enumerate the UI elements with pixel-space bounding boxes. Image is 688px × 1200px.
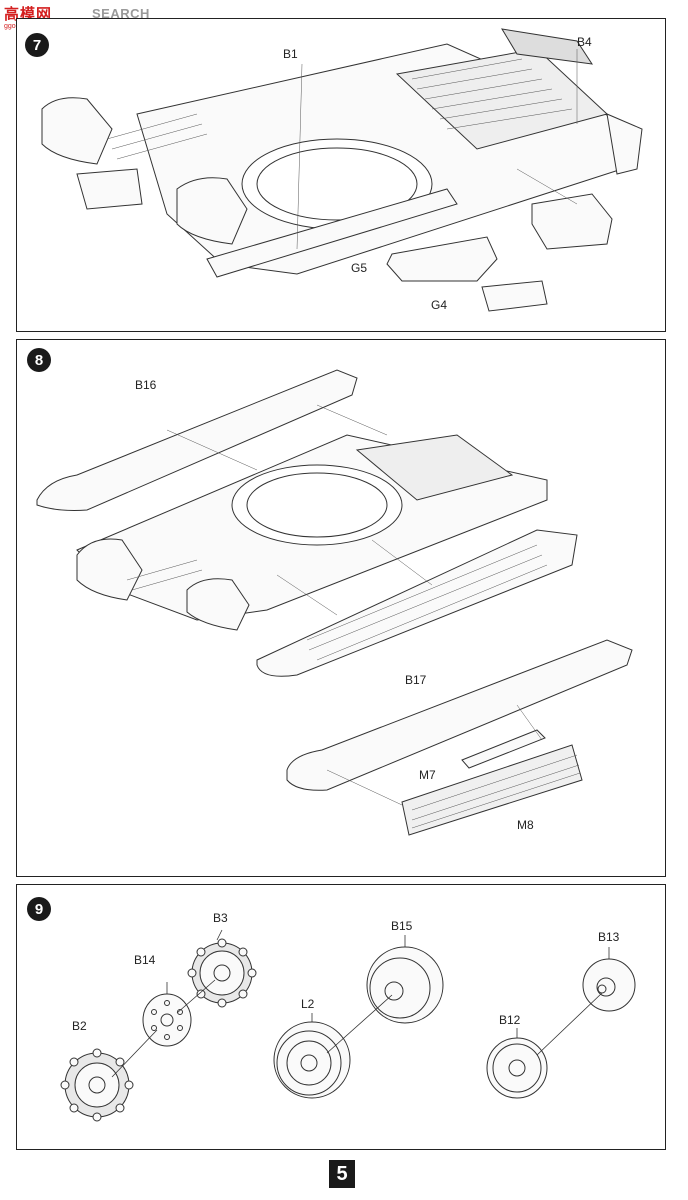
label-b13: B13 (598, 930, 620, 944)
part-b3-sprocket (187, 938, 257, 1008)
turret-ring (231, 464, 403, 546)
label-g5: G5 (351, 261, 368, 275)
label-b1: B1 (283, 47, 298, 61)
side-strip (206, 188, 458, 278)
part-g4 (481, 280, 548, 312)
part-b15-wheel (366, 946, 444, 1024)
label-m7: M7 (419, 768, 436, 782)
part-b17-fender (286, 639, 633, 791)
label-b16: B16 (135, 378, 157, 392)
front-glacis (76, 168, 143, 210)
watermark-search-text: SEARCH (92, 6, 150, 21)
part-b13-disc (582, 958, 636, 1012)
part-b12-wheel (486, 1037, 548, 1099)
label-l2: L2 (301, 997, 315, 1011)
step-7-hull-drawing (41, 28, 643, 312)
label-m8: M8 (517, 818, 534, 832)
side-skirt (256, 529, 578, 677)
front-mudguard-left (41, 97, 113, 165)
rear-fender (606, 113, 643, 175)
step-9-number: 9 (27, 897, 51, 921)
engine-deck (355, 434, 514, 501)
label-b17: B17 (405, 673, 427, 687)
label-g4: G4 (431, 298, 448, 312)
part-l2-wheel (273, 1021, 351, 1099)
step-8-panel: 8 B16 B17 M7 M8 (16, 339, 666, 877)
part-g5 (386, 236, 498, 282)
step-9-wheels-drawing (60, 929, 636, 1122)
step-7-number: 7 (25, 33, 49, 57)
label-b14: B14 (134, 953, 156, 967)
label-b4: B4 (577, 35, 592, 49)
exhaust-part (531, 193, 613, 250)
step-9-panel: 9 B3 B14 B2 B15 L2 B13 B12 (16, 884, 666, 1150)
label-b15: B15 (391, 919, 413, 933)
part-m7 (461, 729, 546, 769)
part-b4-grille (501, 28, 594, 65)
step-8-number: 8 (27, 348, 51, 372)
step-7-panel: 7 B1 B4 G5 G4 (16, 18, 666, 332)
front-mudguard-right (176, 177, 248, 245)
page-number: 5 (329, 1160, 355, 1188)
step-8-hull-drawing (36, 369, 633, 836)
label-b2: B2 (72, 1019, 87, 1033)
part-b16-fender (36, 369, 358, 511)
label-b3: B3 (213, 911, 228, 925)
part-b14-disc (142, 993, 192, 1047)
part-m8-skirt (401, 744, 583, 836)
label-b12: B12 (499, 1013, 521, 1027)
part-b2-sprocket (60, 1048, 134, 1122)
